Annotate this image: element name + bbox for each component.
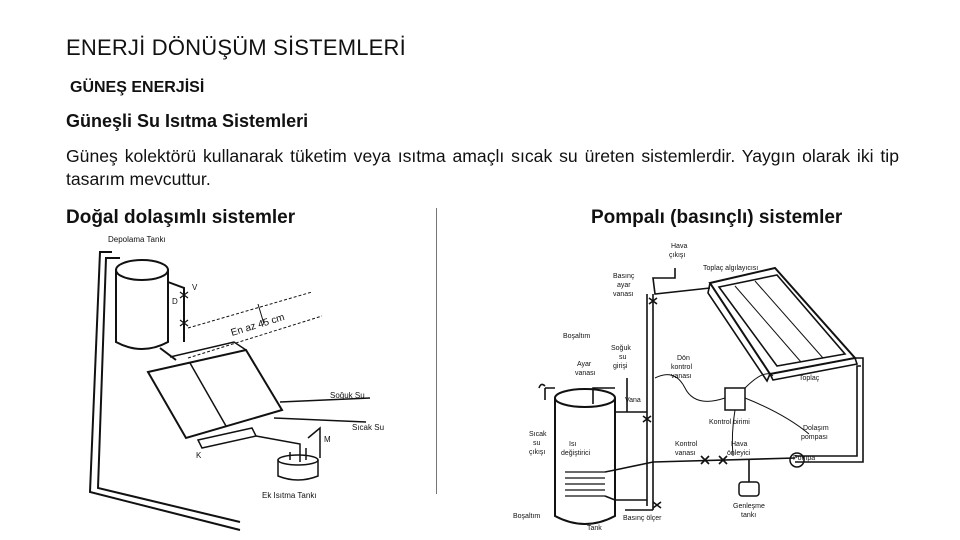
- pressure-gauge-label: Basınç ölçer: [623, 515, 662, 522]
- hot-water-label: Sıcak Su: [352, 423, 384, 432]
- letter-m: M: [324, 435, 331, 444]
- check-valve-label-2: kontrol: [671, 364, 692, 371]
- heat-exchanger-label-2: değiştirici: [561, 450, 591, 457]
- air-vent-label-2: önleyici: [727, 450, 751, 457]
- sub-heading: Güneşli Su Isıtma Sistemleri: [66, 111, 309, 131]
- cold-inlet-label-1: Soğuk: [611, 345, 631, 352]
- hot-outlet-label-1: Sıcak: [529, 431, 547, 438]
- hot-outlet-label-2: su: [533, 440, 541, 447]
- control-valve-label-2: vanası: [675, 450, 696, 457]
- pressure-valve-label-1: Basınç: [613, 273, 635, 280]
- check-valve-label-3: vanası: [671, 373, 692, 380]
- storage-tank-right: [554, 398, 616, 525]
- drain-bottom-label: Boşaltım: [513, 513, 540, 520]
- hot-outlet-label-3: çıkışı: [529, 449, 545, 456]
- air-outlet-label-1: Hava: [671, 243, 687, 250]
- control-unit-box: [724, 387, 746, 411]
- pumped-system-diagram: Hava çıkışı Toplaç algılayıcısı Basınç a…: [513, 243, 864, 532]
- control-unit-label: Kontrol birimi: [709, 419, 750, 426]
- cold-inlet-label-3: girişi: [613, 363, 628, 370]
- expansion-tank-box: [738, 481, 760, 497]
- circ-pump-label-1: Dolaşım: [803, 425, 829, 432]
- aux-tank-label: Ek Isıtma Tankı: [262, 491, 317, 500]
- tank-label: Tank: [587, 525, 602, 532]
- air-vent-label-1: Hava: [731, 441, 747, 448]
- collector-label: Toplaç: [799, 375, 820, 382]
- section-heading: GÜNEŞ ENERJİSİ: [70, 79, 205, 96]
- collector-sensor-label: Toplaç algılayıcısı: [703, 265, 758, 272]
- valve-label: Vana: [625, 397, 641, 404]
- natural-circulation-caption: Doğal dolaşımlı sistemler: [66, 207, 296, 228]
- expansion-label-1: Genleşme: [733, 503, 765, 510]
- letter-k: K: [196, 451, 202, 460]
- cold-water-label: Soğuk Su: [330, 391, 365, 400]
- natural-circulation-diagram: Depolama Tankı Soğuk Su Sıcak Su Ek Isıt…: [88, 235, 384, 531]
- storage-tank-label: Depolama Tankı: [108, 235, 166, 244]
- drain-top-label: Boşaltım: [563, 333, 590, 340]
- pumped-system-caption: Pompalı (basınçlı) sistemler: [591, 207, 843, 228]
- letter-d: D: [172, 297, 178, 306]
- letter-v: V: [192, 283, 198, 292]
- slide-title: ENERJİ DÖNÜŞÜM SİSTEMLERİ: [66, 35, 406, 60]
- collector-panel: [707, 266, 859, 383]
- pressure-valve-label-2: ayar: [617, 282, 631, 289]
- column-divider: [436, 208, 437, 494]
- circ-pump-label-2: pompası: [801, 434, 828, 441]
- pump-symbol: [789, 452, 805, 468]
- regulator-label-2: vanası: [575, 370, 596, 377]
- check-valve-label-1: Dön: [677, 355, 690, 362]
- solar-collector: [146, 348, 284, 440]
- body-paragraph: Güneş kolektörü kullanarak tüketim veya …: [66, 146, 899, 189]
- storage-tank: [115, 270, 169, 350]
- heat-exchanger-label-1: Isı: [569, 441, 576, 448]
- control-valve-label-1: Kontrol: [675, 441, 698, 448]
- auxiliary-tank: [277, 460, 319, 481]
- expansion-label-2: tankı: [741, 512, 756, 519]
- air-outlet-label-2: çıkışı: [669, 252, 685, 259]
- pressure-valve-label-3: vanası: [613, 291, 634, 298]
- height-note-label: En az 45 cm: [230, 312, 286, 339]
- regulator-label-1: Ayar: [577, 361, 592, 368]
- pump-label: Pompa: [793, 455, 815, 462]
- cold-inlet-label-2: su: [619, 354, 627, 361]
